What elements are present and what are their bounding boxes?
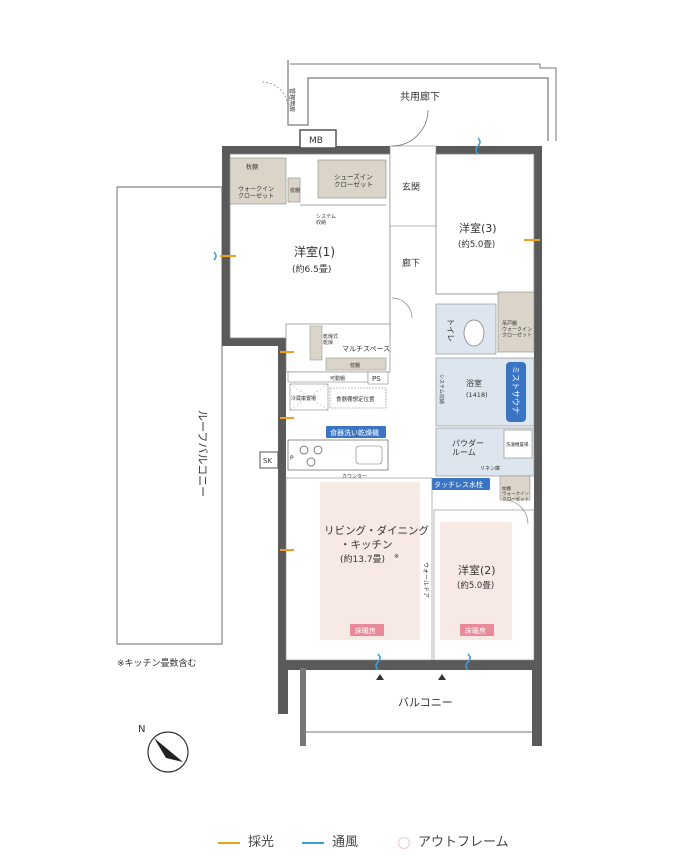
legend-light-label: 採光 (248, 835, 275, 850)
legend-light: 採光 (218, 831, 274, 850)
bath-name: 浴室 (466, 378, 482, 388)
floor-heat-tag-room2: 床暖房 (465, 626, 486, 635)
touchless-tag: タッチレス水栓 (434, 480, 483, 489)
linen-label: リネン庫 (480, 465, 500, 472)
room3-name: 洋室(3) (459, 221, 497, 235)
powder-room: パウダールーム リネン庫 洗濯機置場 タッチレス水栓 枕棚ウォークインクローゼッ… (430, 427, 535, 502)
room3-size: (約5.0畳) (458, 239, 495, 250)
legend-wind: 通風 (302, 831, 358, 850)
kitchen-storage: 可動棚 PS 冷蔵庫置場 食器棚想定位置 (287, 371, 389, 411)
dishwasher-tag: 食器洗い乾燥機 (330, 428, 379, 437)
svg-text:N: N (138, 724, 145, 735)
outer-walls: バルコニー (222, 146, 542, 746)
bath-size: (1418) (466, 391, 488, 399)
genkan-label: 玄関 (402, 181, 420, 193)
wic2-label: 枕棚ウォークインクローゼット (502, 485, 529, 502)
room1-size: (約6.5畳) (292, 263, 331, 275)
legend-outframe: アウトフレーム (398, 831, 509, 850)
room2-name: 洋室(2) (458, 563, 496, 577)
mb-box: MB (299, 129, 337, 149)
entrance-area: シューズインクローゼット 玄関 廊下 (317, 109, 437, 269)
wind-swatch-icon (302, 841, 324, 844)
counter-label: カウンター (342, 473, 367, 480)
ldk-note-mark: ※ (394, 553, 399, 560)
system-shuno-label: システム収納 (438, 374, 445, 404)
mb-label: MB (309, 136, 323, 146)
room1-system-storage: システム収納 (316, 214, 336, 226)
legend: 採光 通風 アウトフレーム (0, 831, 700, 855)
wic3-label: 吊戸棚ウォークインクローゼット (502, 320, 532, 339)
wall-door-label: ウォールドア (422, 562, 430, 598)
roof-balcony-label: ルーフバルコニー (196, 410, 209, 497)
room1-wic: ウォークインクローゼット (238, 185, 274, 200)
mist-sauna-tag: ミストサウナ (511, 366, 520, 414)
sk-box: SK (259, 451, 279, 469)
roof-balcony-area: ルーフバルコニー (116, 186, 223, 645)
room-1: 枕棚 ウォークインクローゼット 枕棚 システム収納 洋室(1) (約6.5畳) (229, 153, 391, 339)
kanri-door-label: 管理用扉 (288, 88, 296, 112)
light-swatch-icon (218, 841, 240, 844)
cupboard-label: 食器棚想定位置 (336, 395, 375, 403)
kitchen: 食器洗い乾燥機 カウンター P (287, 426, 389, 480)
sennou-label: 洗濯機置場 (506, 441, 529, 448)
legend-wind-label: 通風 (332, 835, 359, 850)
toilet-label: トイレ (446, 318, 455, 342)
sk-label: SK (263, 457, 272, 465)
multi-space-label: マルチスペース (342, 345, 390, 353)
multi-tag-b: 枕棚 (350, 362, 360, 369)
ldk: リビング・ダイニング ・キッチン (約13.7畳) ※ 床暖房 ウォールドア (285, 477, 433, 661)
room1-shelf-2: 枕棚 (290, 187, 300, 194)
p-label: P (290, 455, 294, 462)
room-3: 洋室(3) (約5.0畳) (435, 153, 535, 295)
light-wind-markers (213, 137, 540, 680)
kadou-label: 可動棚 (330, 375, 345, 382)
floor-heat-tag-ldk: 床暖房 (355, 626, 376, 635)
room2-size: (約5.0畳) (457, 580, 494, 591)
bath: システム収納 浴室 (1418) ミストサウナ (435, 357, 535, 427)
room-2: 洋室(2) (約5.0畳) 床暖房 (433, 509, 535, 661)
multi-space: 乾燥式乾燥 マルチスペース 枕棚 (285, 323, 391, 373)
shoes-closet-label: シューズインクローゼット (334, 172, 373, 188)
corridor-inner-label: 廊下 (402, 257, 420, 269)
toilet-area: トイレ 吊戸棚ウォークインクローゼット (435, 291, 535, 355)
balcony-label: バルコニー (398, 696, 453, 709)
room1-name: 洋室(1) (294, 244, 335, 259)
corridor-label: 共用廊下 (400, 90, 440, 103)
powder-label: パウダールーム (452, 438, 484, 457)
outframe-swatch-icon (398, 836, 410, 849)
ldk-size: (約13.7畳) (340, 553, 385, 565)
ldk-name-1: リビング・ダイニング (324, 524, 429, 537)
ldk-name-2: ・キッチン (340, 539, 393, 551)
kitchen-note: ※キッチン畳数含む (117, 657, 197, 669)
legend-outframe-label: アウトフレーム (418, 835, 509, 850)
multi-tag-a: 乾燥式乾燥 (323, 333, 338, 346)
compass-icon: N (138, 724, 189, 773)
ps-label: PS (372, 375, 381, 383)
room1-shelf: 枕棚 (246, 163, 258, 171)
fridge-label: 冷蔵庫置場 (291, 395, 316, 402)
common-corridor-outline: 共用廊下 管理用扉 (261, 60, 557, 141)
